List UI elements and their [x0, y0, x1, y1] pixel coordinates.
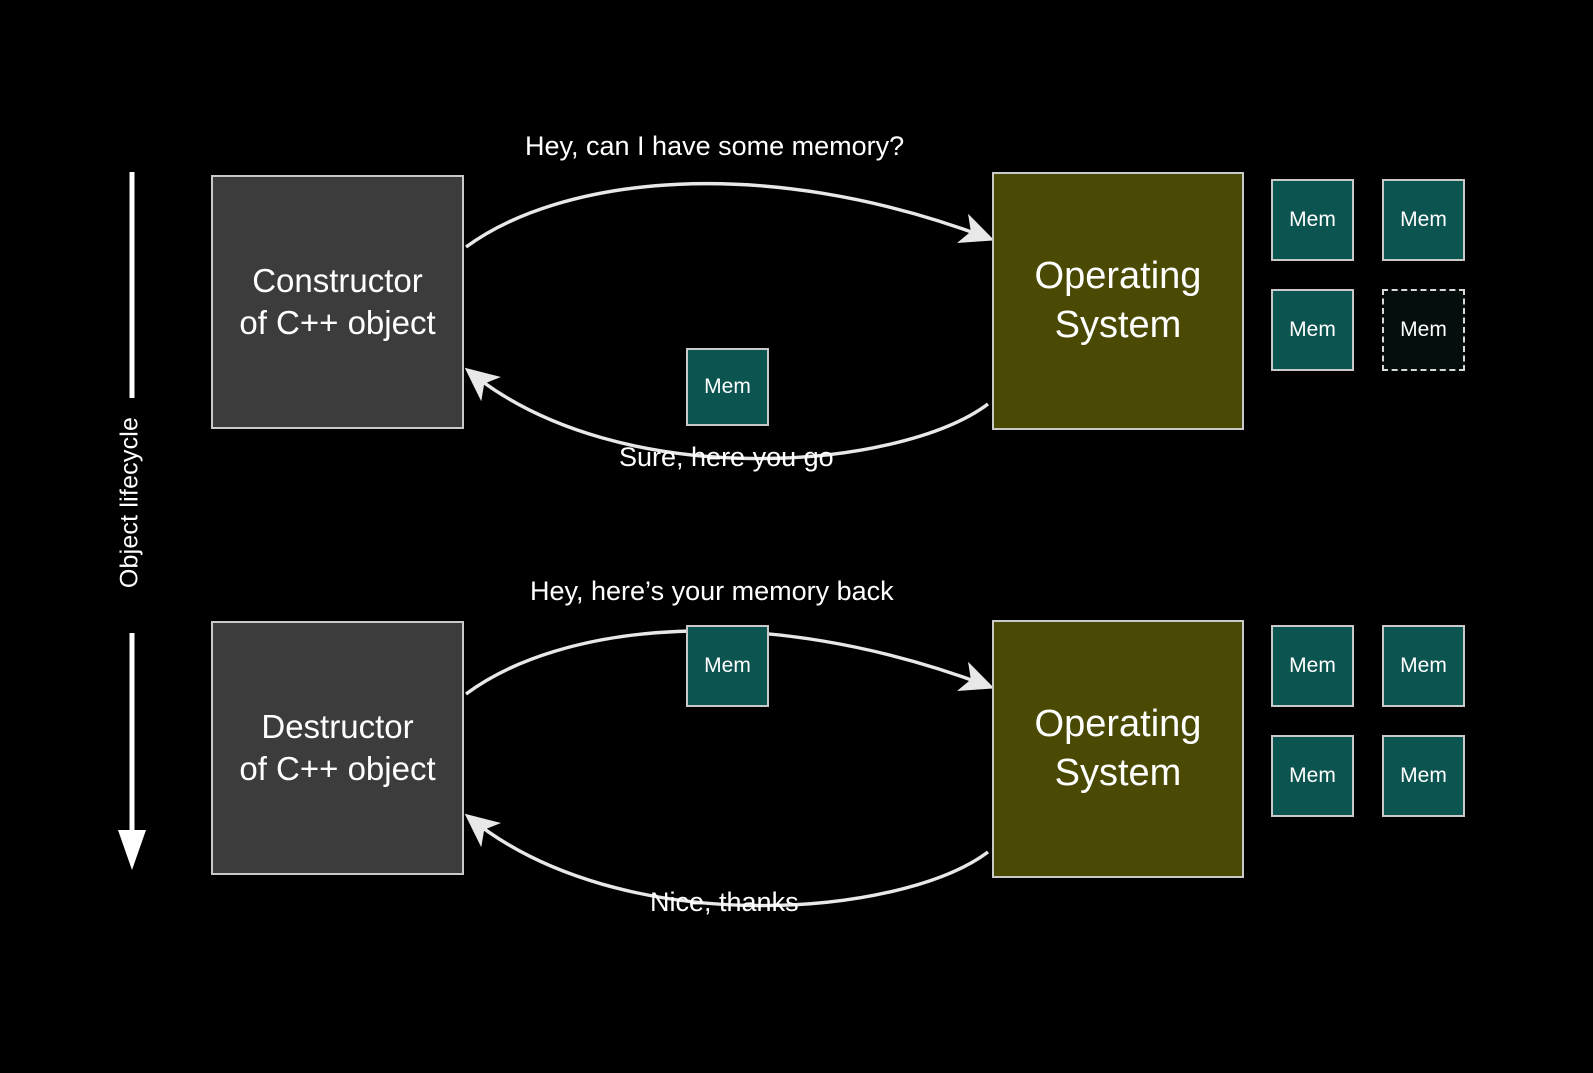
lifecycle-arrow-icon — [116, 172, 148, 870]
os-label-bottom-line1: Operating — [1034, 703, 1202, 746]
memory-pool-top: Mem Mem Mem Mem — [1271, 179, 1465, 371]
memory-block: Mem — [1271, 289, 1354, 371]
os-label-bottom-line2: System — [1054, 752, 1182, 794]
memory-block: Mem — [1271, 179, 1354, 261]
caption-return-memory: Hey, here’s your memory back — [530, 576, 894, 606]
object-lifecycle-axis: Object lifecycle — [112, 170, 152, 870]
caption-grant-memory: Sure, here you go — [619, 442, 834, 472]
memory-block: Mem — [1382, 735, 1465, 817]
destructor-label-line1: Destructor — [261, 707, 414, 745]
memory-block: Mem — [1271, 735, 1354, 817]
memory-block: Mem — [1382, 625, 1465, 707]
constructor-label-line1: Constructor — [252, 261, 423, 299]
caption-request-memory: Hey, can I have some memory? — [525, 131, 905, 161]
operating-system-box-bottom[interactable]: Operating System — [992, 620, 1244, 878]
os-label-top-line1: Operating — [1034, 255, 1202, 298]
destructor-label-line2: of C++ object — [239, 750, 436, 787]
memory-block: Mem — [1382, 179, 1465, 261]
memory-pool-bottom: Mem Mem Mem Mem — [1271, 625, 1465, 817]
memory-block-in-transit-top: Mem — [686, 348, 769, 426]
memory-block-empty: Mem — [1382, 289, 1465, 371]
caption-acknowledge: Nice, thanks — [650, 887, 799, 917]
arrow-request-memory — [464, 181, 995, 249]
constructor-box[interactable]: Constructor of C++ object — [211, 175, 464, 429]
destructor-box[interactable]: Destructor of C++ object — [211, 621, 464, 875]
os-label-top-line2: System — [1054, 304, 1182, 346]
constructor-label-line2: of C++ object — [239, 304, 436, 341]
operating-system-box-top[interactable]: Operating System — [992, 172, 1244, 430]
object-lifecycle-label: Object lifecycle — [115, 416, 144, 589]
memory-block-in-transit-bottom: Mem — [686, 625, 769, 707]
memory-block: Mem — [1271, 625, 1354, 707]
